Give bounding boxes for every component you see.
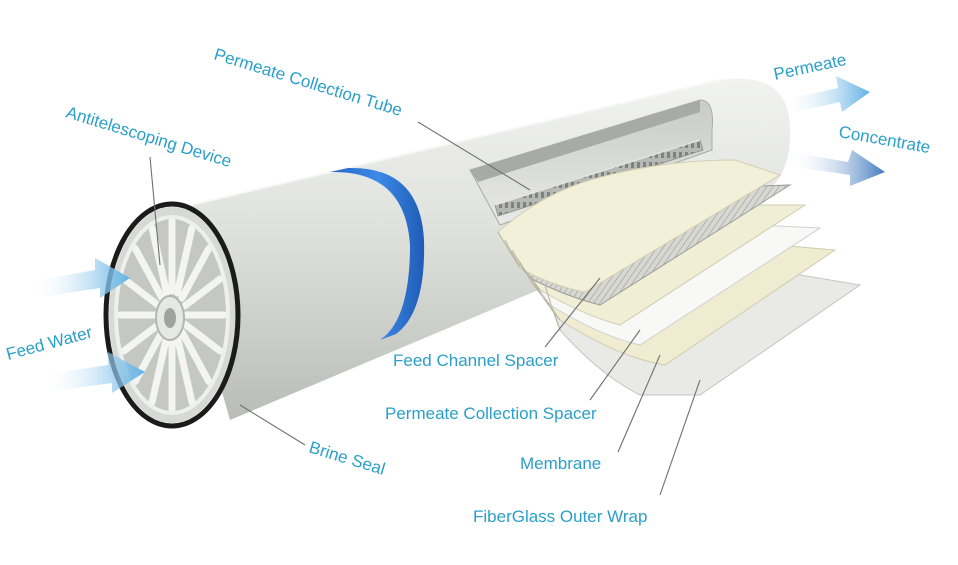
concentrate-arrow — [788, 150, 885, 186]
label-feed-water: Feed Water — [4, 323, 94, 364]
permeate-arrow — [782, 76, 870, 114]
antitelescoping-device — [106, 204, 238, 426]
label-fiberglass-outer-wrap: FiberGlass Outer Wrap — [473, 507, 647, 526]
label-feed-channel-spacer: Feed Channel Spacer — [393, 351, 559, 370]
label-membrane: Membrane — [520, 454, 601, 473]
label-antitelescoping-device: Antitelescoping Device — [64, 103, 234, 171]
label-permeate-collection-spacer: Permeate Collection Spacer — [385, 404, 597, 423]
label-permeate-collection-tube: Permeate Collection Tube — [212, 45, 405, 120]
label-brine-seal: Brine Seal — [307, 438, 388, 479]
